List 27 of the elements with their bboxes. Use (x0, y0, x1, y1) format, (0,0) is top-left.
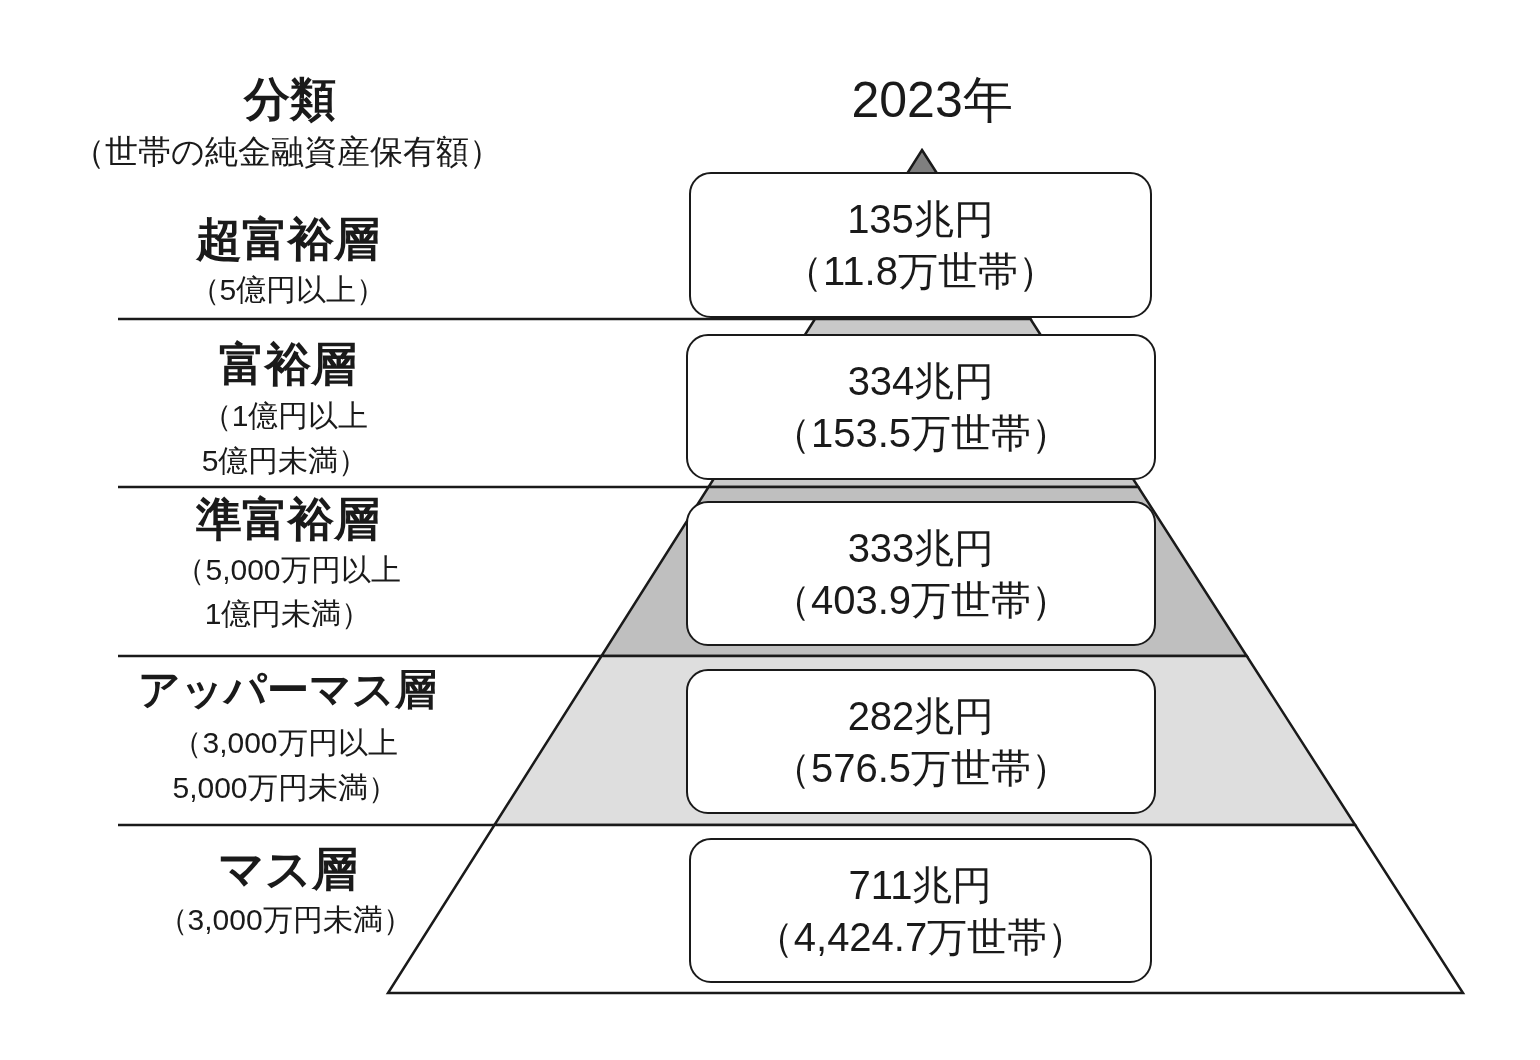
amount-text: 334兆円 (847, 358, 995, 405)
household-count-text: （4,424.7万世帯） (753, 913, 1088, 961)
range-label: （1億円以上5億円未満） (200, 397, 370, 479)
household-count-text: （403.9万世帯） (770, 576, 1072, 624)
category-label: 準富裕層 (196, 492, 380, 548)
column-heading: 分類 (244, 72, 336, 128)
category-label: マス層 (218, 842, 358, 898)
range-label: （3,000万円以上5,000万円未満） (171, 724, 399, 806)
amount-text: 282兆円 (847, 692, 995, 740)
category-label: 超富裕層 (196, 212, 380, 268)
amount-text: 135兆円 (847, 196, 994, 243)
column-subheading: （世帯の純金融資産保有額） (72, 132, 502, 172)
household-count-text: （153.5万世帯） (770, 410, 1072, 457)
household-count-text: （11.8万世帯） (783, 248, 1058, 295)
category-label: アッパーマス層 (137, 664, 437, 715)
amount-text: 711兆円 (848, 861, 993, 909)
value-box (686, 669, 1156, 814)
household-count-text: （576.5万世帯） (770, 744, 1072, 792)
range-label: （5億円以上） (189, 272, 387, 308)
range-label: （5,000万円以上1億円未満） (174, 552, 402, 632)
range-label: （3,000万円未満） (157, 902, 413, 938)
amount-text: 333兆円 (847, 524, 995, 572)
value-box (686, 501, 1156, 646)
category-label: 富裕層 (219, 337, 357, 393)
column-heading: 2023年 (851, 71, 1013, 130)
value-box (689, 838, 1152, 983)
value-box (686, 334, 1156, 480)
